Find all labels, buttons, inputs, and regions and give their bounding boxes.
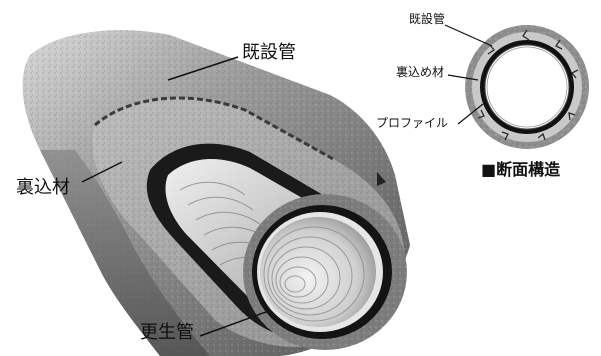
backfill-material-label: 裏込材 xyxy=(16,179,70,197)
cross-section-diagram xyxy=(465,25,589,149)
cross-section-existing-pipe-label: 既設管 xyxy=(409,13,445,25)
cross-section-backfill-label: 裏込め材 xyxy=(396,66,444,78)
cross-section-profile-label: プロファイル xyxy=(376,117,448,129)
cross-section-lining xyxy=(485,45,569,129)
existing-pipe-label: 既設管 xyxy=(242,44,296,62)
pipe-cutaway-illustration xyxy=(23,30,410,356)
cross-section-heading: ■断面構造 xyxy=(481,162,560,178)
renewed-pipe-label: 更生管 xyxy=(140,324,194,342)
cs-existing-pipe-leader xyxy=(445,25,492,46)
